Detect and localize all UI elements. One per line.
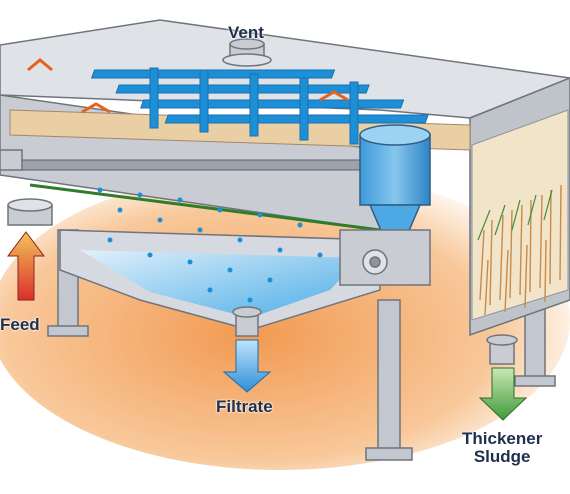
- drive-belt: [29, 183, 381, 232]
- feed-label: Feed: [0, 315, 40, 334]
- thickener-label-line1: Thickener: [462, 429, 543, 448]
- feed-arrow: [7, 231, 45, 301]
- water-droplets: [97, 187, 323, 303]
- sludge-green-fibers: [477, 189, 553, 241]
- filtrate-water: [80, 250, 360, 318]
- gear-box: [339, 229, 431, 286]
- filtrate-outlet-pipe: [232, 306, 262, 337]
- vent-label: Vent: [228, 23, 264, 42]
- thickener-label-line2: Sludge: [473, 446, 531, 466]
- sludge-arrow: [478, 367, 528, 421]
- thickener-sludge-label: Thickener Sludge: [462, 430, 542, 466]
- belt-rollers: [19, 159, 381, 171]
- sludge-chamber: [471, 109, 569, 321]
- filtrate-arrow: [222, 339, 272, 393]
- drive-motor: [359, 124, 431, 241]
- feed-inlet-pipe: [0, 149, 53, 226]
- filtrate-label: Filtrate: [216, 397, 273, 416]
- vent-stack: [222, 38, 272, 67]
- sludge-particles: [479, 184, 562, 316]
- spray-cross-bars: [149, 67, 359, 145]
- vent-flow-arrows: [27, 58, 349, 114]
- sludge-outlet-pipe: [486, 334, 518, 365]
